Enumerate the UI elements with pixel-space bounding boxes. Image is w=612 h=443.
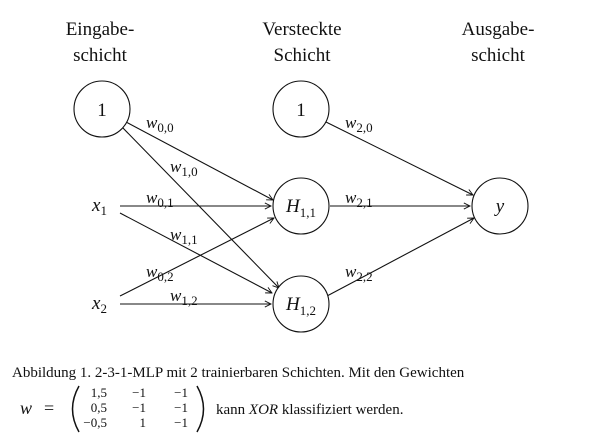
matrix-cell-2-1: 1	[140, 415, 147, 430]
edge-w20	[325, 121, 473, 196]
hidden-node-h12	[272, 275, 330, 333]
matrix-cell-0-1: −1	[132, 385, 146, 400]
weight-label-w21: w2,1	[345, 188, 373, 210]
input-layer-header-line1: Eingabe-	[66, 19, 135, 40]
weight-label-w01: w0,1	[146, 188, 174, 210]
hidden-bias-node	[272, 80, 330, 138]
input-x1-label: x1	[91, 195, 107, 218]
output-layer-header-line1: Ausgabe-	[462, 19, 535, 40]
matrix-cell-1-2: −1	[174, 400, 188, 415]
matrix-cell-1-1: −1	[132, 400, 146, 415]
input-x2-label: x2	[91, 293, 107, 316]
edge-w22	[326, 217, 474, 297]
weight-label-w00: w0,0	[146, 113, 174, 135]
edge-w11	[119, 212, 272, 294]
matrix-cell-2-2: −1	[174, 415, 188, 430]
input-layer-header-line2: schicht	[73, 45, 128, 66]
output-node-y	[471, 177, 529, 235]
weight-label-w22: w2,2	[345, 262, 373, 284]
caption-line1: Abbildung 1. 2-3-1-MLP mit 2 trainierbar…	[12, 365, 465, 381]
input-bias-label: 1	[97, 100, 107, 121]
matrix-cell-0-2: −1	[174, 385, 188, 400]
edge-w02	[119, 217, 274, 297]
matrix-right-paren	[196, 385, 205, 433]
hidden-node-h12-label: H1,2	[285, 294, 316, 318]
hidden-bias-label: 1	[296, 100, 306, 121]
weight-label-w10: w1,0	[170, 157, 198, 179]
output-node-y-label: y	[494, 196, 505, 217]
edge-w00	[125, 121, 273, 201]
hidden-layer-header-line2: Schicht	[274, 45, 332, 66]
caption-line2: kann XOR klassifiziert werden.	[216, 402, 403, 418]
matrix-cell-0-0: 1,5	[91, 385, 107, 400]
weight-label-w12: w1,2	[170, 286, 198, 308]
matrix-left-paren	[71, 385, 80, 433]
hidden-node-h11	[272, 177, 330, 235]
matrix-cell-2-0: −0,5	[83, 415, 107, 430]
caption-equals: =	[44, 398, 54, 418]
input-bias-node	[73, 80, 131, 138]
weight-label-w02: w0,2	[146, 262, 174, 284]
caption-w-symbol: w	[20, 398, 32, 418]
output-layer-header-line2: schicht	[471, 45, 526, 66]
matrix-cell-1-0: 0,5	[91, 400, 107, 415]
edge-w10	[121, 126, 279, 288]
hidden-layer-header-line1: Versteckte	[262, 19, 341, 40]
weight-label-w11: w1,1	[170, 225, 198, 247]
weight-label-w20: w2,0	[345, 113, 373, 135]
hidden-node-h11-label: H1,1	[285, 196, 316, 220]
